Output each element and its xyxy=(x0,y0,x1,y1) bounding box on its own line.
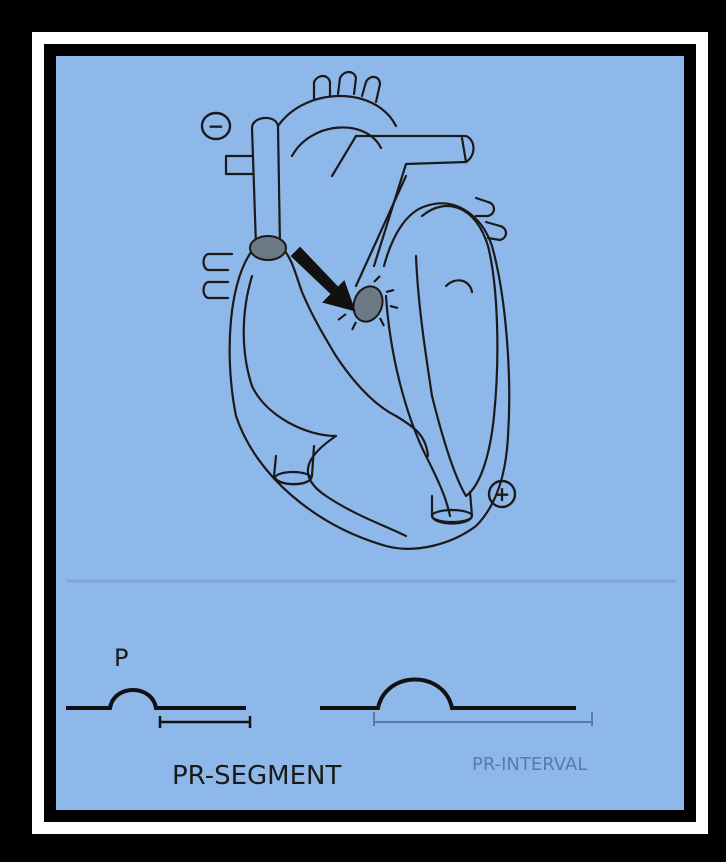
positive-electrode-label: + xyxy=(494,482,511,506)
av-delay-marks xyxy=(332,275,399,331)
superior-vena-cava xyxy=(250,116,282,248)
pr-segment-bracket xyxy=(158,716,252,728)
septum-outer xyxy=(278,244,430,458)
aortic-arch-inner xyxy=(290,126,383,158)
left-vein-2 xyxy=(202,280,230,300)
left-ventricle-inner xyxy=(414,204,499,498)
arch-branch-3 xyxy=(360,75,382,104)
conduction-arrow xyxy=(290,246,356,312)
ecg-trace-interval xyxy=(320,677,576,710)
left-vein-1 xyxy=(202,252,234,272)
septum-line xyxy=(384,294,452,518)
svc-branch xyxy=(224,154,254,176)
sa-node xyxy=(249,235,287,261)
arch-branch-1 xyxy=(312,74,332,102)
aortic-arch-outer xyxy=(276,95,398,128)
pr-segment-label: PR-SEGMENT xyxy=(172,761,341,791)
pulmonary-vein-1 xyxy=(474,196,496,218)
negative-electrode-label: − xyxy=(208,114,225,138)
ecg-trace-segment xyxy=(66,688,246,710)
p-wave-label: P xyxy=(114,644,128,672)
pr-interval-label: PR-INTERVAL xyxy=(472,754,587,775)
negative-electrode-icon: − xyxy=(200,111,232,141)
heart-outer-outline xyxy=(228,202,511,550)
diagram-canvas: − + P PR-SEGMENT PR-INTERVAL xyxy=(56,56,684,810)
descending-aorta-opening xyxy=(430,508,474,524)
blue-board: − + P PR-SEGMENT PR-INTERVAL xyxy=(56,56,684,810)
positive-electrode-icon: + xyxy=(487,479,517,509)
ivc-opening xyxy=(273,470,313,486)
heart-drawing xyxy=(202,70,511,550)
right-ventricle-wall xyxy=(242,274,408,538)
pulmonary-trunk-inner xyxy=(354,174,408,288)
pulmonary-vein-2 xyxy=(484,220,508,242)
arch-branch-2 xyxy=(336,70,358,96)
board-background xyxy=(56,56,684,810)
papillary-muscle xyxy=(444,279,474,294)
pr-interval-bracket xyxy=(373,712,593,726)
pulmonary-artery-end xyxy=(460,136,468,164)
av-node xyxy=(352,285,384,323)
